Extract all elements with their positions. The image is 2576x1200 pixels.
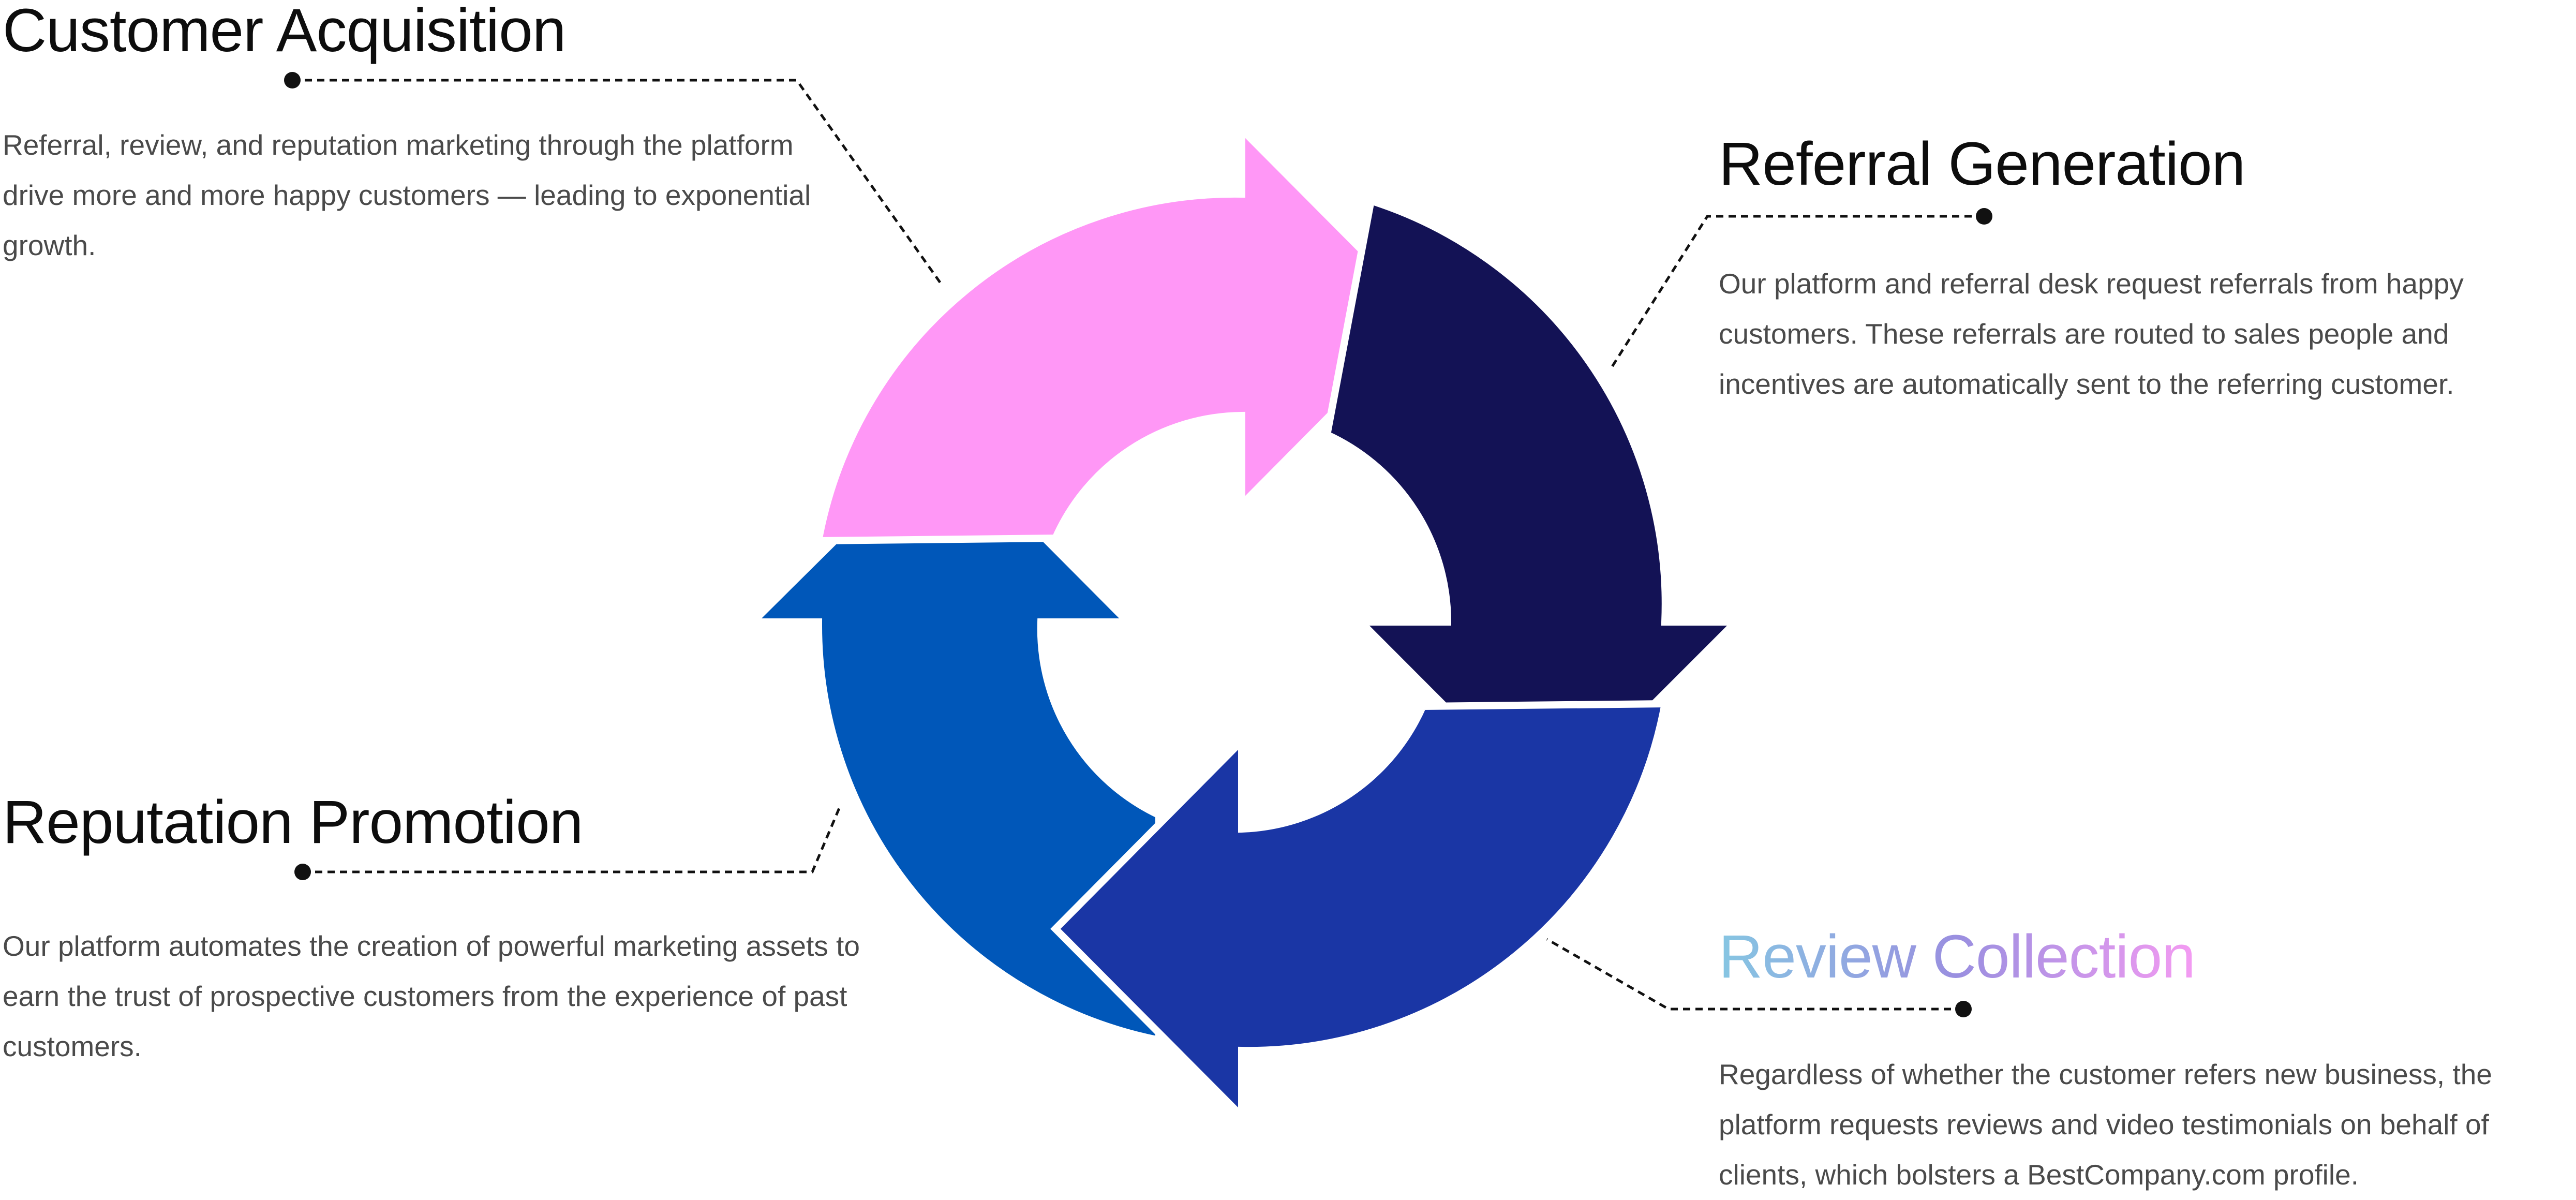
customer-acquisition-title: Customer Acquisition bbox=[3, 0, 566, 65]
connector-dot-reputation bbox=[294, 864, 311, 880]
review-collection-description: Regardless of whether the customer refer… bbox=[1719, 1058, 2492, 1191]
connector-dot-review bbox=[1955, 1001, 1972, 1017]
review-collection-title-part1: Review bbox=[1719, 923, 1916, 991]
arrow-review-collection bbox=[1050, 700, 1670, 1125]
connector-dot-referral bbox=[1976, 208, 1992, 225]
referral-generation-description: Our platform and referral desk request r… bbox=[1719, 268, 2464, 400]
review-collection-title: Review Collection bbox=[1719, 926, 2195, 987]
customer-acquisition-description: Referral, review, and reputation marketi… bbox=[3, 129, 811, 261]
connector-dot-acquisition bbox=[284, 72, 301, 88]
arrow-customer-acquisition bbox=[814, 121, 1433, 545]
reputation-promotion-description: Our platform automates the creation of p… bbox=[3, 930, 860, 1062]
connector-acquisition bbox=[292, 79, 943, 286]
connector-referral bbox=[1610, 215, 1984, 368]
connector-review bbox=[1546, 938, 1963, 1011]
reputation-promotion-title: Reputation Promotion bbox=[3, 788, 583, 856]
arrow-referral-generation bbox=[1323, 196, 1745, 815]
arrow-reputation-promotion bbox=[744, 429, 1163, 1045]
referral-generation-title: Referral Generation bbox=[1719, 130, 2245, 198]
connector-reputation bbox=[303, 804, 842, 873]
review-collection-title-part2: Collection bbox=[1932, 923, 2195, 991]
